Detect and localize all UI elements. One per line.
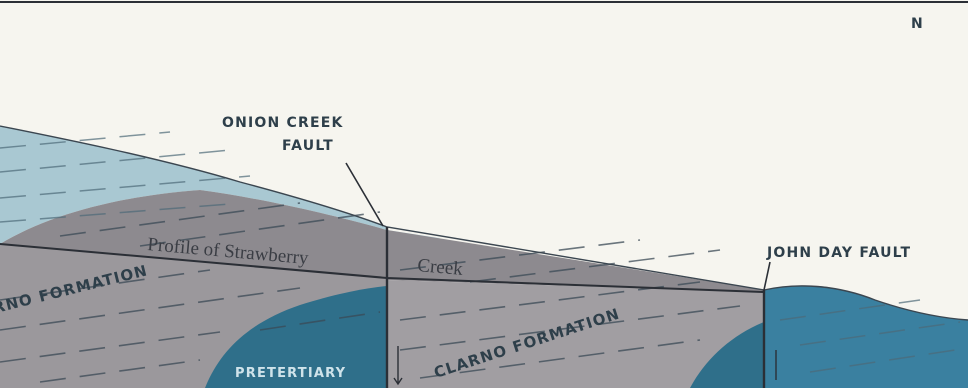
right-block-blue-unit xyxy=(764,286,968,388)
profile-label-part2: Creek xyxy=(417,255,465,280)
john-day-fault-label: JOHN DAY FAULT xyxy=(766,245,911,261)
onion-creek-label-line1: ONION CREEK xyxy=(222,115,344,131)
pretertiary-label: PRETERTIARY xyxy=(235,366,346,381)
onion-creek-label-line2: FAULT xyxy=(282,138,334,154)
john-day-leader xyxy=(764,262,770,290)
north-label: N xyxy=(911,16,924,32)
